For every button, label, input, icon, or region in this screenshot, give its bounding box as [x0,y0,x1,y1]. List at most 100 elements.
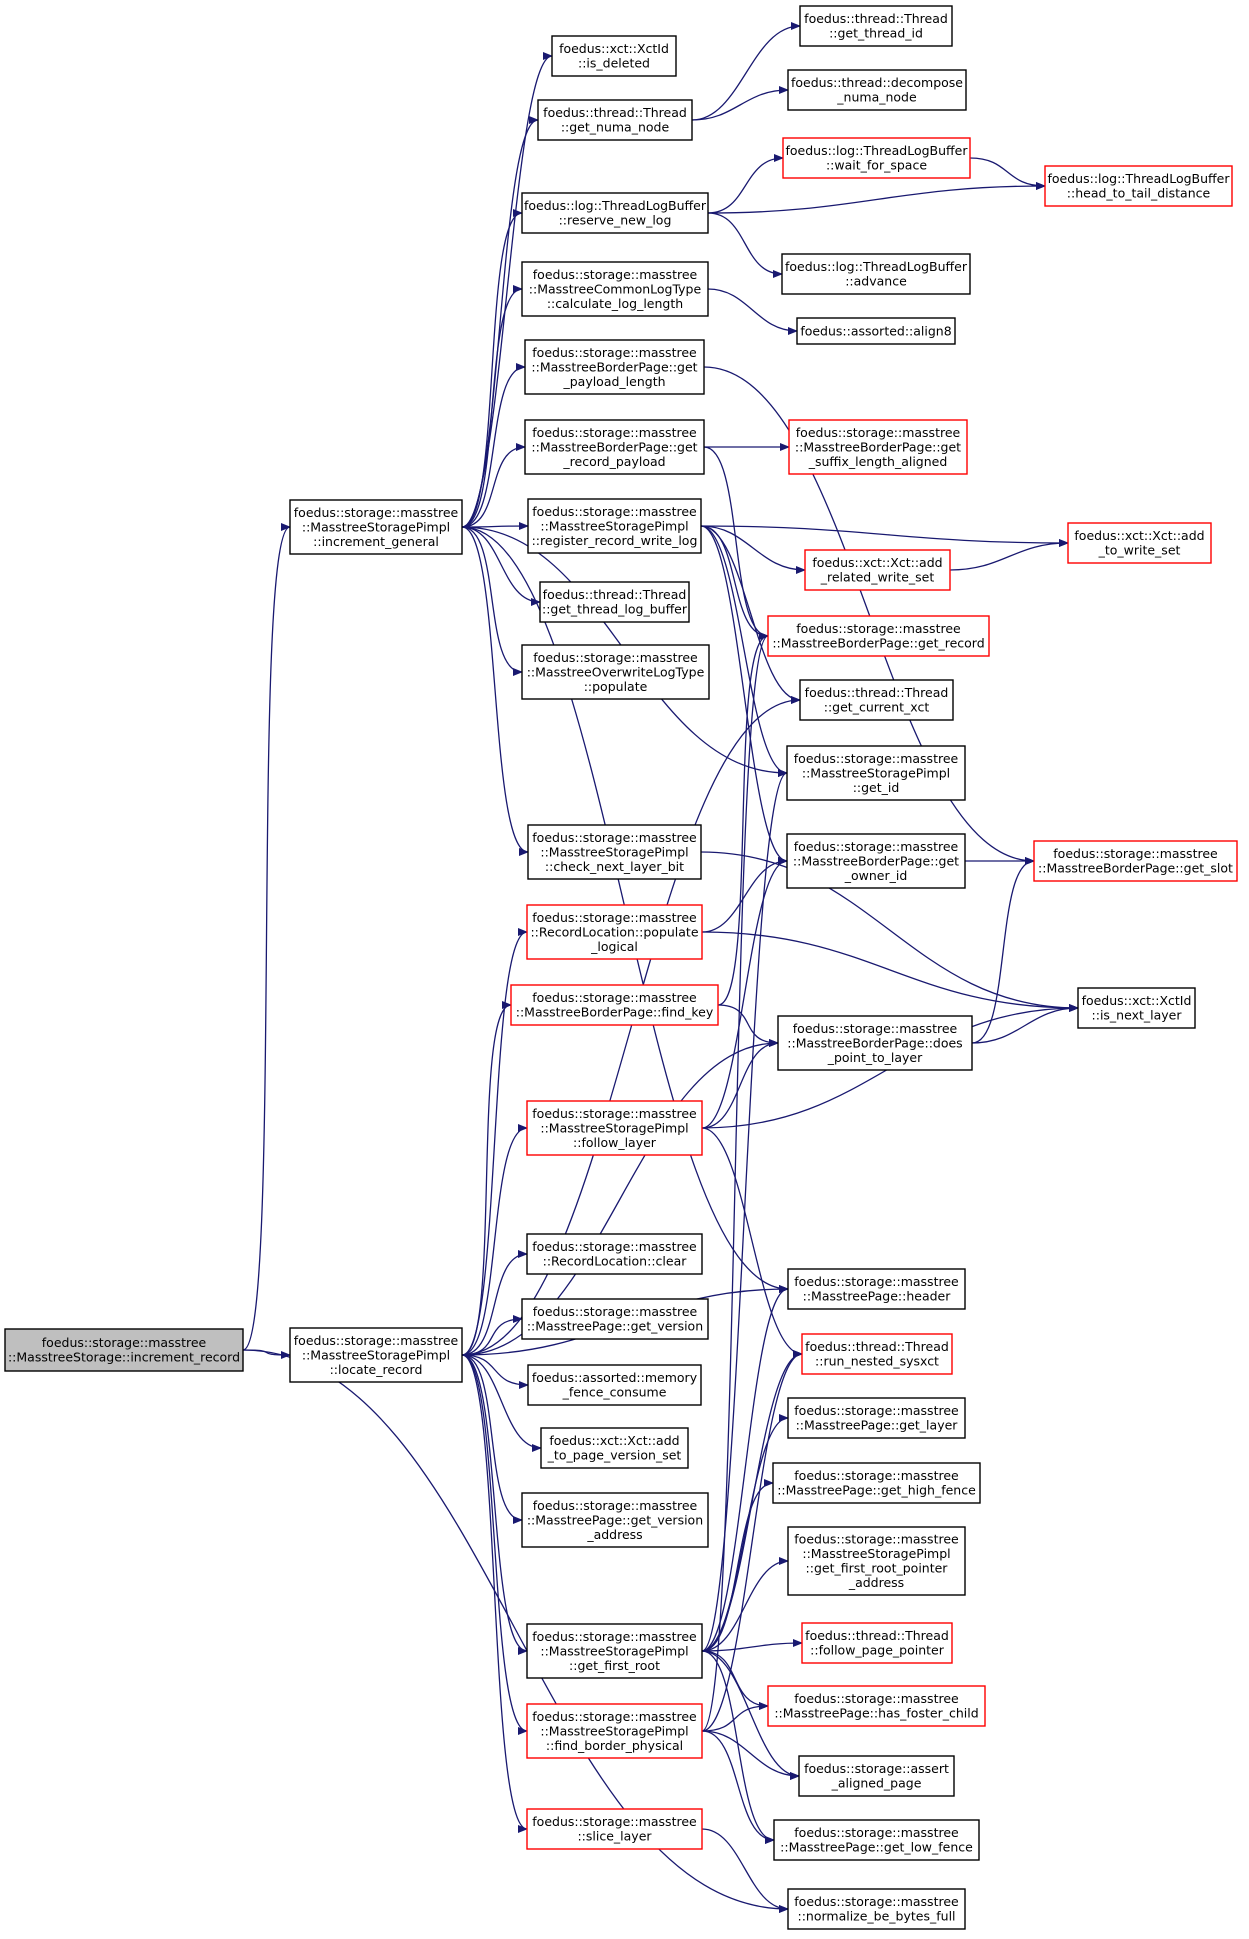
node-get-slot[interactable]: foedus::storage::masstree::MasstreeBorde… [1033,840,1238,882]
edge-inc_gen-to-reserve [461,209,523,528]
node-root[interactable]: foedus::storage::masstree::MasstreeStora… [4,1328,244,1372]
node-label-line: ::populate [584,679,648,694]
node-box [1044,165,1233,207]
node-box [781,253,971,295]
edge-reserve-to-advance [707,212,783,278]
node-first-root-ptr[interactable]: foedus::storage::masstree::MasstreeStora… [787,1526,966,1596]
nodes-layer: foedus::storage::masstree::MasstreeStora… [4,5,1238,1930]
node-wait-space[interactable]: foedus::log::ThreadLogBuffer::wait_for_s… [782,137,971,179]
edge-loc_rec-to-add_pv [461,1354,542,1452]
node-label-line: foedus::storage::masstree [796,621,961,636]
node-label-line: ::increment_general [313,534,439,549]
node-label-line: foedus::storage::masstree [794,1825,959,1840]
node-label-line: foedus::storage::masstree [532,1629,697,1644]
node-label-line: _to_write_set [1098,543,1181,558]
node-box [788,419,968,475]
node-suffix-len[interactable]: foedus::storage::masstree::MasstreeBorde… [788,419,968,475]
node-label-line: _fence_consume [562,1385,667,1400]
node-label-line: foedus::storage::masstree [532,1814,697,1829]
node-get-ver-addr[interactable]: foedus::storage::masstree::MasstreePage:… [521,1492,709,1548]
node-add-related[interactable]: foedus::xct::Xct::add_related_write_set [804,549,951,591]
node-rl-clear[interactable]: foedus::storage::masstree::RecordLocatio… [526,1233,703,1275]
edge-rl_pop-to-get_owner [701,857,788,933]
node-high-fence[interactable]: foedus::storage::masstree::MasstreePage:… [772,1462,981,1504]
node-inc-gen[interactable]: foedus::storage::masstree::MasstreeStora… [289,499,463,555]
node-box [537,99,693,141]
node-get-owner[interactable]: foedus::storage::masstree::MasstreeBorde… [786,833,966,889]
node-get-first-root[interactable]: foedus::storage::masstree::MasstreeStora… [526,1623,703,1679]
node-is-next[interactable]: foedus::xct::XctId::is_next_layer [1077,987,1196,1029]
edge-follow_layer-to-run_nested [701,1127,803,1358]
node-label-line: foedus::storage::assert [804,1761,949,1776]
node-mem-fence[interactable]: foedus::assorted::memory_fence_consume [527,1364,702,1406]
node-label-line: ::MasstreeStoragePimpl [540,1643,688,1658]
edge-inc_gen-to-get_tlb [461,526,541,606]
edge-get_first_root-to-follow_ptr [701,1639,803,1652]
node-box [539,581,690,623]
node-label-line: _numa_node [836,90,917,105]
node-assert-aligned[interactable]: foedus::storage::assert_aligned_page [798,1755,955,1797]
edge-loc_rec-to-find_key [461,1001,512,1356]
node-get-cur-xct[interactable]: foedus::thread::Thread::get_current_xct [799,679,954,721]
node-label-line: ::MasstreeBorderPage::get_slot [1038,861,1233,876]
node-overwrite-pop[interactable]: foedus::storage::masstree::MasstreeOverw… [521,644,710,700]
node-does-point[interactable]: foedus::storage::masstree::MasstreeBorde… [777,1015,973,1071]
node-follow-layer[interactable]: foedus::storage::masstree::MasstreeStora… [526,1100,703,1156]
node-decompose[interactable]: foedus::thread::decompose_numa_node [787,69,967,111]
node-get-version[interactable]: foedus::storage::masstree::MasstreePage:… [521,1298,709,1340]
node-normalize[interactable]: foedus::storage::masstree::normalize_be_… [787,1888,966,1930]
node-box [521,644,710,700]
node-find-border[interactable]: foedus::storage::masstree::MasstreeStora… [526,1703,703,1759]
node-get-payload[interactable]: foedus::storage::masstree::MasstreeBorde… [524,339,705,395]
node-box [521,1492,709,1548]
node-box [1033,840,1238,882]
node-run-nested[interactable]: foedus::thread::Thread::run_nested_sysxc… [801,1333,953,1375]
edge-inc_gen-to-overwrite_pop [461,526,523,676]
node-get-numa[interactable]: foedus::thread::Thread::get_numa_node [537,99,693,141]
node-get-record[interactable]: foedus::storage::masstree::MasstreeBorde… [767,615,990,657]
node-label-line: ::slice_layer [577,1829,652,1844]
edge-reg_write-to-get_id [700,525,788,777]
node-header[interactable]: foedus::storage::masstree::MasstreePage:… [787,1268,966,1310]
edge-get_first_root-to-assert_aligned [701,1650,800,1780]
node-rl-pop[interactable]: foedus::storage::masstree::RecordLocatio… [526,904,703,960]
node-is-deleted[interactable]: foedus::xct::XctId::is_deleted [551,35,677,77]
node-label-line: ::calculate_log_length [547,296,683,311]
node-label-line: _suffix_length_aligned [808,454,948,469]
node-label-line: foedus::thread::Thread [805,1628,949,1643]
node-find-key[interactable]: foedus::storage::masstree::MasstreeBorde… [510,984,719,1026]
node-head-tail[interactable]: foedus::log::ThreadLogBuffer::head_to_ta… [1044,165,1233,207]
node-calc-log[interactable]: foedus::storage::masstree::MasstreeCommo… [521,261,709,317]
node-foster[interactable]: foedus::storage::masstree::MasstreePage:… [767,1685,986,1727]
node-label-line: foedus::storage::masstree [532,910,697,925]
node-label-line: foedus::storage::masstree [42,1335,207,1350]
node-slice-layer[interactable]: foedus::storage::masstree::slice_layer [526,1808,703,1850]
node-advance[interactable]: foedus::log::ThreadLogBuffer::advance [781,253,971,295]
node-reserve[interactable]: foedus::log::ThreadLogBuffer::reserve_ne… [521,192,709,234]
node-label-line: ::MasstreeStoragePimpl [540,1723,688,1738]
node-check-next[interactable]: foedus::storage::masstree::MasstreeStora… [527,824,702,880]
node-follow-ptr[interactable]: foedus::thread::Thread::follow_page_poin… [801,1622,953,1664]
node-box [526,1703,703,1759]
node-box [526,1808,703,1850]
node-add-write[interactable]: foedus::xct::Xct::add_to_write_set [1067,522,1212,564]
node-label-line: _record_payload [562,454,665,469]
node-get-tlb[interactable]: foedus::thread::Thread::get_thread_log_b… [539,581,690,623]
node-align8[interactable]: foedus::assorted::align8 [796,317,956,345]
node-label-line: foedus::storage::masstree [294,1333,459,1348]
node-box [796,317,956,345]
node-label-line: foedus::xct::Xct::add [812,555,942,570]
node-box [801,1333,953,1375]
node-add-pv[interactable]: foedus::xct::Xct::add_to_page_version_se… [540,1427,689,1469]
node-reg-write[interactable]: foedus::storage::masstree::MasstreeStora… [527,498,702,554]
node-label-line: foedus::thread::decompose [791,75,963,90]
node-get-thread-id[interactable]: foedus::thread::Thread::get_thread_id [799,5,953,47]
node-low-fence[interactable]: foedus::storage::masstree::MasstreePage:… [773,1819,980,1861]
edge-find_border-to-get_record [701,632,769,1732]
node-loc-rec[interactable]: foedus::storage::masstree::MasstreeStora… [289,1327,463,1383]
node-get-id[interactable]: foedus::storage::masstree::MasstreeStora… [786,745,966,801]
edge-get_numa-to-get_thread_id [691,22,801,121]
node-get-rec-payload[interactable]: foedus::storage::masstree::MasstreeBorde… [524,419,705,475]
node-get-layer[interactable]: foedus::storage::masstree::MasstreePage:… [787,1397,966,1439]
node-label-line: ::is_next_layer [1092,1008,1183,1023]
